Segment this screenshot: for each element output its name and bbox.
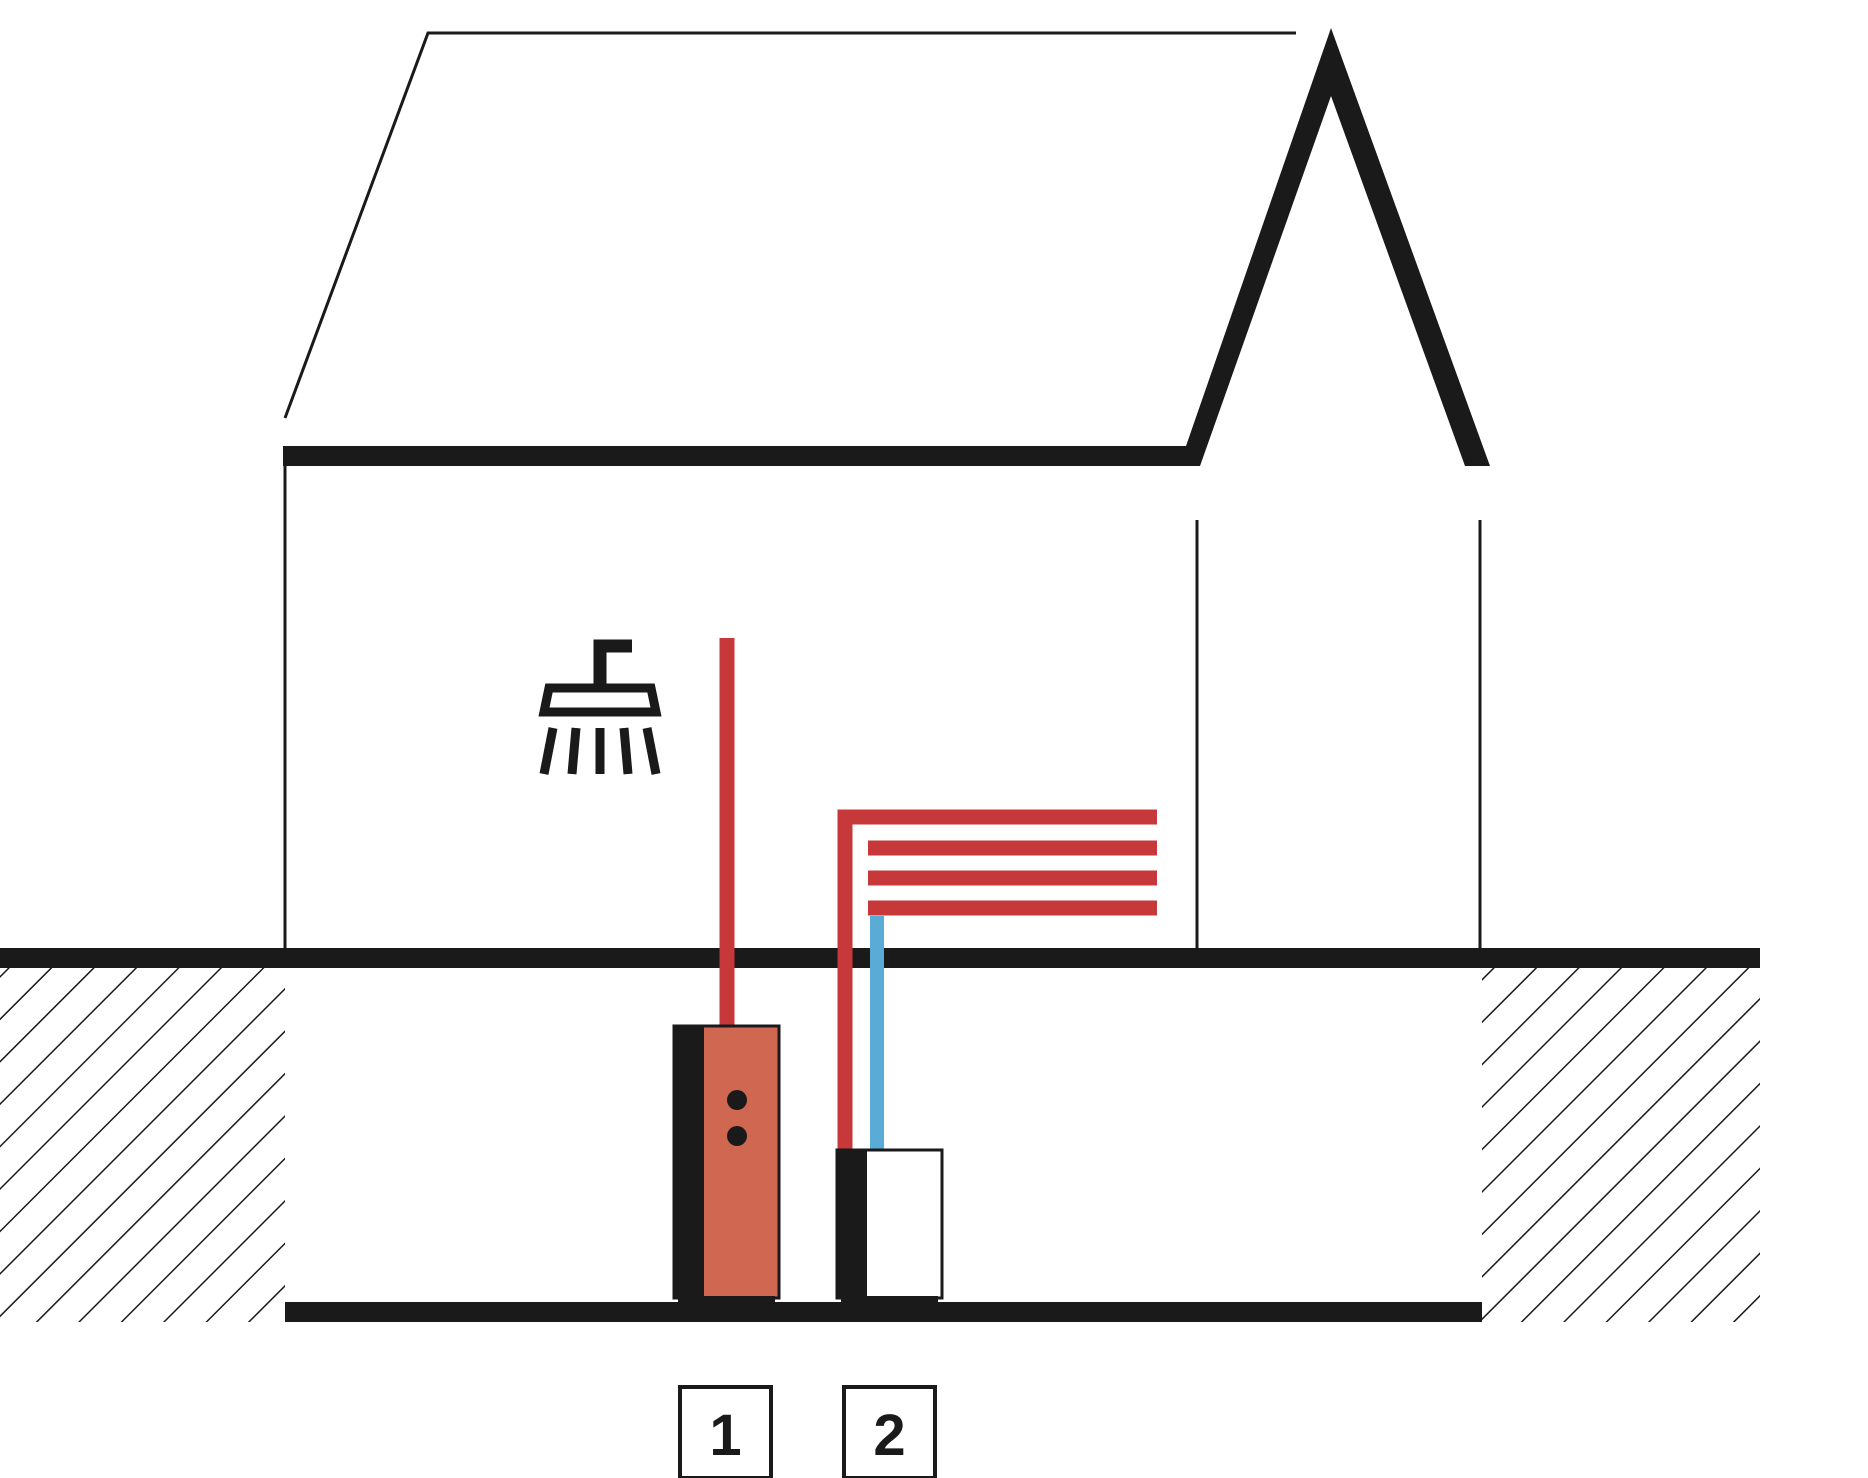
hot-water-tank — [672, 1024, 781, 1304]
roof-left-outline — [283, 31, 1296, 419]
shower-icon — [538, 639, 662, 775]
label-1-text: 1 — [709, 1403, 741, 1468]
label-2: 2 — [842, 1385, 937, 1478]
earth-hatch-left — [0, 968, 285, 1322]
heat-pump-unit — [835, 1148, 944, 1304]
label-2-text: 2 — [873, 1403, 905, 1468]
roof-gable — [1186, 28, 1490, 466]
underfloor-heating-coil — [837, 809, 1157, 1150]
label-1: 1 — [678, 1385, 773, 1478]
earth-hatch-right — [1482, 968, 1760, 1322]
basement-floor — [285, 1302, 1482, 1322]
eave-beam — [283, 446, 1200, 466]
